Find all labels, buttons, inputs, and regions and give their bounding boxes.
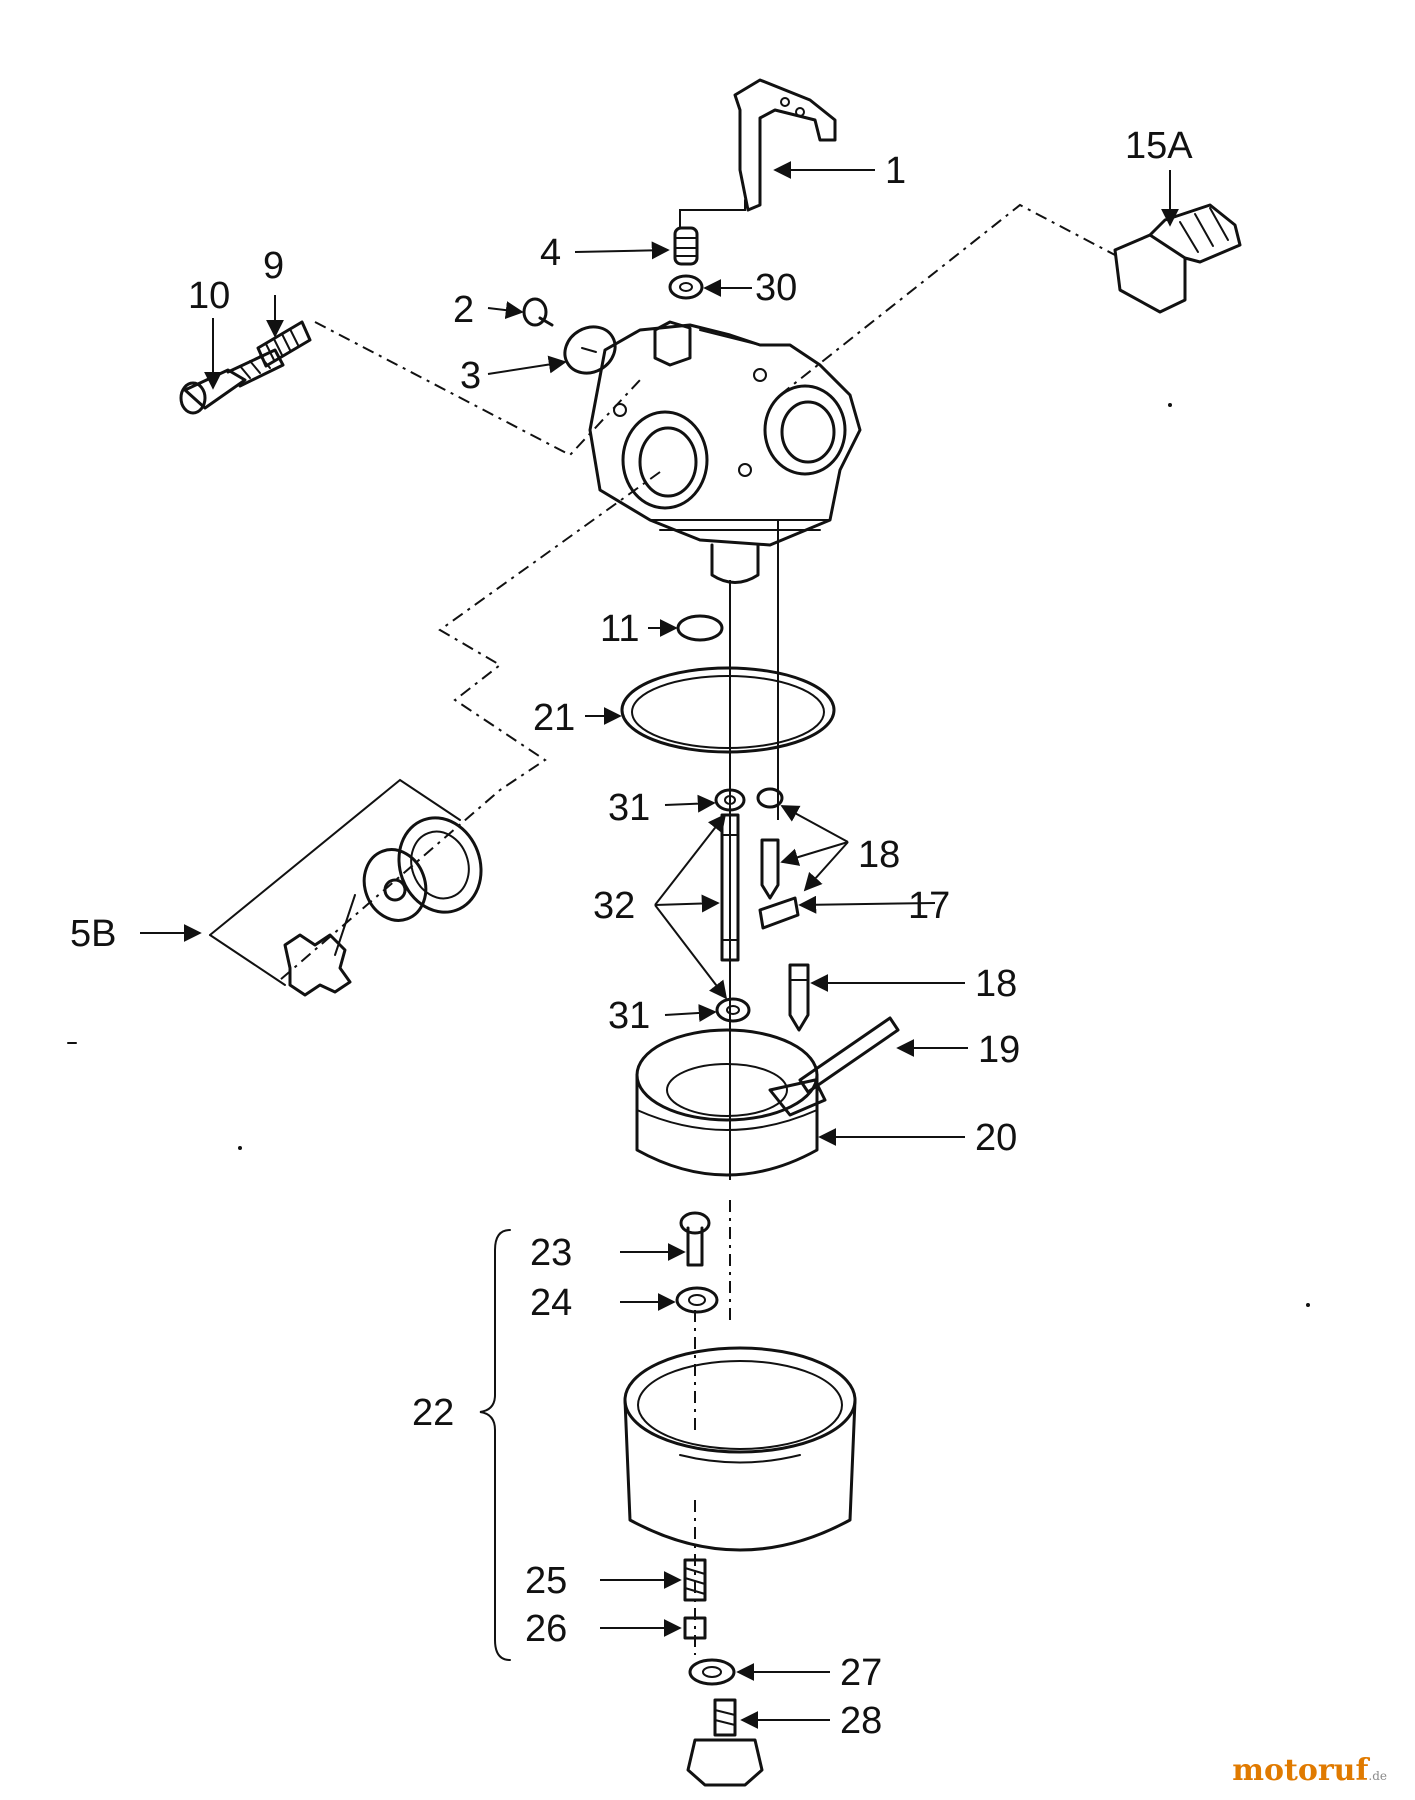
part-carburetor-body [588, 320, 862, 584]
part-bowl-screw [679, 1211, 711, 1267]
callout-10: 10 [188, 275, 230, 317]
callout-11: 11 [600, 608, 639, 650]
part-float [635, 1028, 827, 1177]
part-float-clip [758, 896, 800, 930]
part-shaft-seal [668, 274, 704, 300]
part-choke-seal-top [714, 788, 746, 812]
callout-31-top: 31 [608, 787, 650, 829]
callout-30: 30 [755, 267, 797, 309]
leader-arrows [140, 161, 1179, 1729]
part-shaft-spring [673, 226, 699, 266]
part-fuel-fitting [1113, 203, 1242, 314]
part-choke-seal-bottom [715, 997, 751, 1023]
part-float-pin [798, 1016, 900, 1094]
callout-22: 22 [412, 1392, 454, 1434]
part-throttle-screw [522, 297, 554, 327]
scan-specks [67, 403, 1310, 1307]
part-throttle-shaft [679, 78, 837, 229]
watermark-logo: motoruf.de [1232, 1753, 1387, 1788]
part-choke-assembly [209, 778, 483, 997]
callout-18-bottom: 18 [975, 963, 1017, 1005]
callout-27: 27 [840, 1652, 882, 1694]
part-choke-shaft [720, 813, 740, 962]
part-idle-screw [179, 348, 285, 415]
part-bowl-plug [683, 1616, 707, 1640]
callout-21: 21 [533, 697, 575, 739]
part-throttle-plate [563, 325, 617, 375]
callout-32: 32 [593, 885, 635, 927]
callout-15A: 15A [1125, 125, 1193, 167]
callout-3: 3 [460, 355, 481, 397]
callout-18-top: 18 [858, 834, 900, 876]
part-float-bowl [623, 1346, 857, 1552]
part-small-gasket [676, 614, 724, 642]
callout-28: 28 [840, 1700, 882, 1742]
callout-25: 25 [525, 1560, 567, 1602]
callout-23: 23 [530, 1232, 572, 1274]
callout-1: 1 [885, 150, 906, 192]
part-bracket-22 [479, 1229, 511, 1661]
part-bowl-washer [675, 1286, 719, 1314]
callout-26: 26 [525, 1608, 567, 1650]
watermark-brand: motoruf [1232, 1753, 1369, 1788]
part-inlet-needle-lower [788, 963, 810, 1032]
callout-20: 20 [975, 1117, 1017, 1159]
guide-lines [279, 203, 1116, 1655]
callout-labels: 1 15A 4 30 10 9 2 3 11 21 31 18 32 17 5B… [70, 125, 1193, 1742]
callout-5B: 5B [70, 913, 116, 955]
callout-9: 9 [263, 245, 284, 287]
callout-19: 19 [978, 1029, 1020, 1071]
callout-2: 2 [453, 289, 474, 331]
part-drain-washer [688, 1658, 736, 1686]
callout-24: 24 [530, 1282, 572, 1324]
part-drain-screw [686, 1698, 764, 1787]
part-bowl-spring [683, 1558, 707, 1602]
watermark-suffix: .de [1368, 1769, 1387, 1783]
part-needle-seat-washer [756, 787, 784, 809]
callout-31-bottom: 31 [608, 995, 650, 1037]
callout-4: 4 [540, 232, 561, 274]
callout-17: 17 [908, 885, 950, 927]
part-idle-spring [256, 320, 312, 368]
part-inlet-needle [760, 838, 780, 900]
part-bowl-gasket [620, 666, 836, 754]
